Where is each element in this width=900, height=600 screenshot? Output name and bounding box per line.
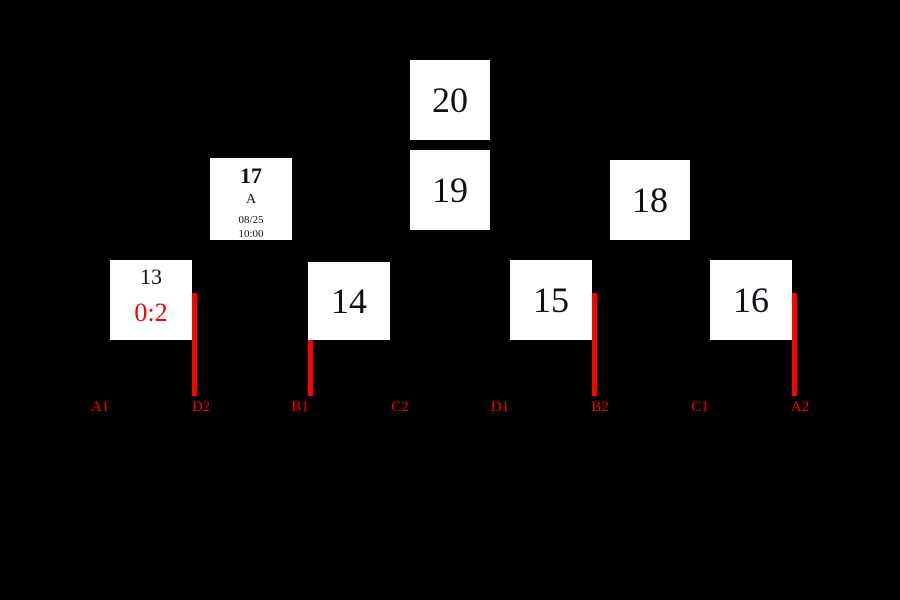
- slot-label-a2[interactable]: A2: [790, 399, 810, 415]
- match-node-19[interactable]: 19: [410, 150, 490, 230]
- match-node-16[interactable]: 16: [710, 260, 792, 340]
- connector-vertical: [192, 293, 197, 396]
- match-number: 20: [432, 80, 468, 120]
- match-group-label: A: [245, 192, 257, 207]
- slot-label-d1[interactable]: D1: [490, 399, 510, 415]
- slot-label-b2[interactable]: B2: [591, 399, 609, 415]
- slot-label-c2[interactable]: C2: [391, 399, 409, 415]
- match-node-14[interactable]: 14: [308, 262, 390, 340]
- slot-label-d2[interactable]: D2: [191, 399, 211, 415]
- match-number: 18: [632, 180, 668, 220]
- match-node-15[interactable]: 15: [510, 260, 592, 340]
- connector-vertical: [792, 293, 797, 396]
- match-score: 0:2: [134, 298, 168, 327]
- match-number: 14: [331, 281, 367, 321]
- slot-label-a1[interactable]: A1: [90, 399, 110, 415]
- match-number: 15: [533, 280, 569, 320]
- connector-vertical: [592, 293, 597, 396]
- slot-label-c1[interactable]: C1: [691, 399, 709, 415]
- match-number: 13: [140, 264, 162, 289]
- match-node-20[interactable]: 20: [410, 60, 490, 140]
- match-time: 10:00: [238, 227, 264, 240]
- match-date: 08/25: [238, 214, 264, 226]
- match-number: 17: [240, 163, 262, 188]
- match-number: 19: [432, 170, 468, 210]
- slot-label-b1[interactable]: B1: [291, 399, 309, 415]
- match-number: 16: [733, 280, 769, 320]
- match-node-18[interactable]: 18: [610, 160, 690, 240]
